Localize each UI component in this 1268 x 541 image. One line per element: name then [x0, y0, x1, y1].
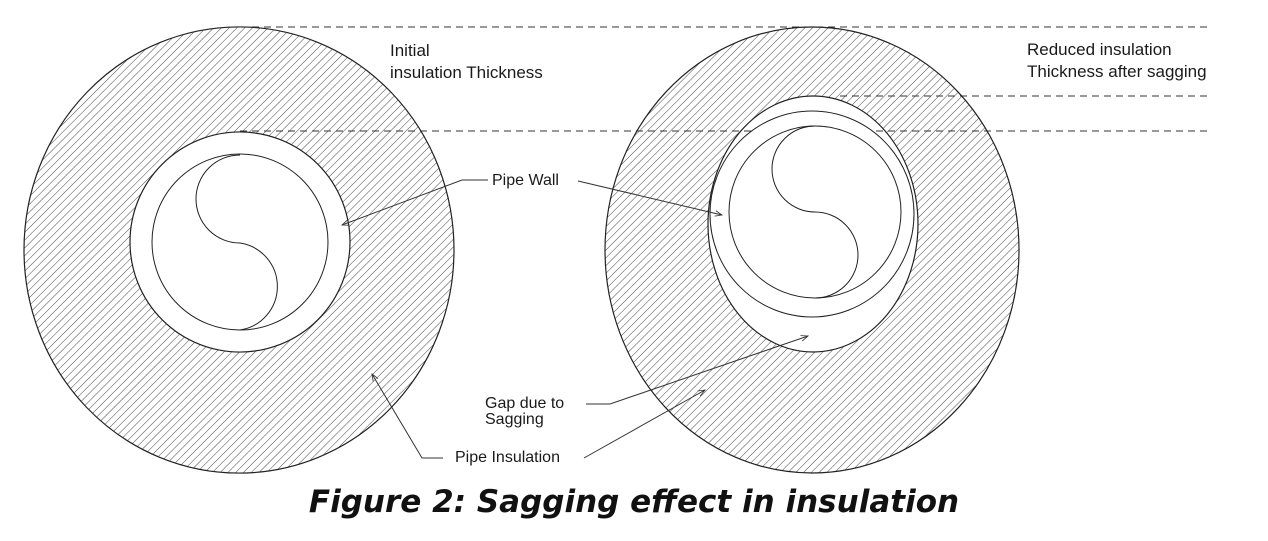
- initial-label-line2: insulation Thickness: [390, 63, 543, 82]
- pipe-insulation-label: Pipe Insulation: [455, 449, 560, 466]
- insulation-ring-sagged: [604, 26, 1020, 474]
- initial-pipe-section: [23, 26, 455, 474]
- initial-thickness-label: Initial insulation Thickness: [390, 40, 543, 84]
- pipe-wall-leader-right: [577, 180, 722, 215]
- sagged-pipe-section: [604, 26, 1020, 474]
- leader-lines: [342, 179, 808, 459]
- gap-label-line2: Sagging: [485, 411, 544, 428]
- gap-label: Gap due to Sagging: [485, 396, 564, 428]
- reduced-label-line1: Reduced insulation: [1027, 40, 1172, 59]
- pipe-wall-initial: [151, 153, 329, 331]
- reduced-label-line2: Thickness after sagging: [1027, 62, 1207, 81]
- reduced-thickness-label: Reduced insulation Thickness after saggi…: [1027, 39, 1207, 83]
- insulation-ring-initial: [23, 26, 455, 474]
- flow-symbol-initial: [195, 154, 278, 331]
- flow-symbol-sagged: [771, 125, 859, 299]
- pipe-wall-label: Pipe Wall: [492, 172, 559, 189]
- pipe-wall-leader-left: [342, 179, 488, 225]
- insulation-leader-right: [583, 390, 705, 459]
- gap-leader: [586, 336, 808, 405]
- gap-label-line1: Gap due to: [485, 395, 565, 412]
- pipe-wall-sagged: [709, 110, 915, 318]
- insulation-leader-left: [372, 374, 443, 459]
- figure-caption: Figure 2: Sagging effect in insulation: [308, 484, 960, 520]
- initial-label-line1: Initial: [390, 41, 430, 60]
